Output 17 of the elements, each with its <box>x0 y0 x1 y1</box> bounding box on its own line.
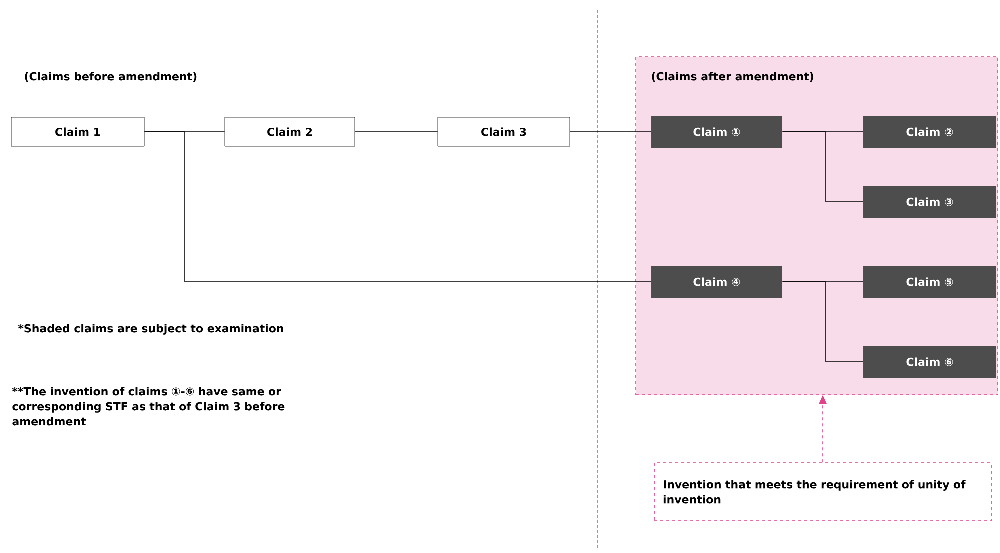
connector-line <box>144 132 652 282</box>
note-text: *Shaded claims are subject to examination <box>18 324 284 335</box>
shaded-claim-box: Claim ① <box>652 116 782 148</box>
shaded-claim-box: Claim ④ <box>652 266 782 298</box>
connector-line <box>782 132 864 202</box>
note-text: **The invention of claims ①-⑥ have same or corresponding STF as that of Claim 3 before amendment <box>12 387 285 426</box>
note-text: (Claims before amendment) <box>25 72 197 82</box>
shaded-claim-box: Claim ② <box>864 116 996 148</box>
process-box: Claim 3 <box>438 117 570 147</box>
shaded-claim-box: Claim ⑥ <box>864 346 996 378</box>
shaded-claim-box: Claim ③ <box>864 186 996 218</box>
note-text: (Claims after amendment) <box>652 72 814 82</box>
note-box: Invention that meets the requirement of unity of invention <box>654 462 992 522</box>
connector-line <box>782 282 864 362</box>
process-box: Claim 1 <box>11 117 145 147</box>
shaded-claim-box: Claim ⑤ <box>864 266 996 298</box>
process-box: Claim 2 <box>224 117 356 147</box>
